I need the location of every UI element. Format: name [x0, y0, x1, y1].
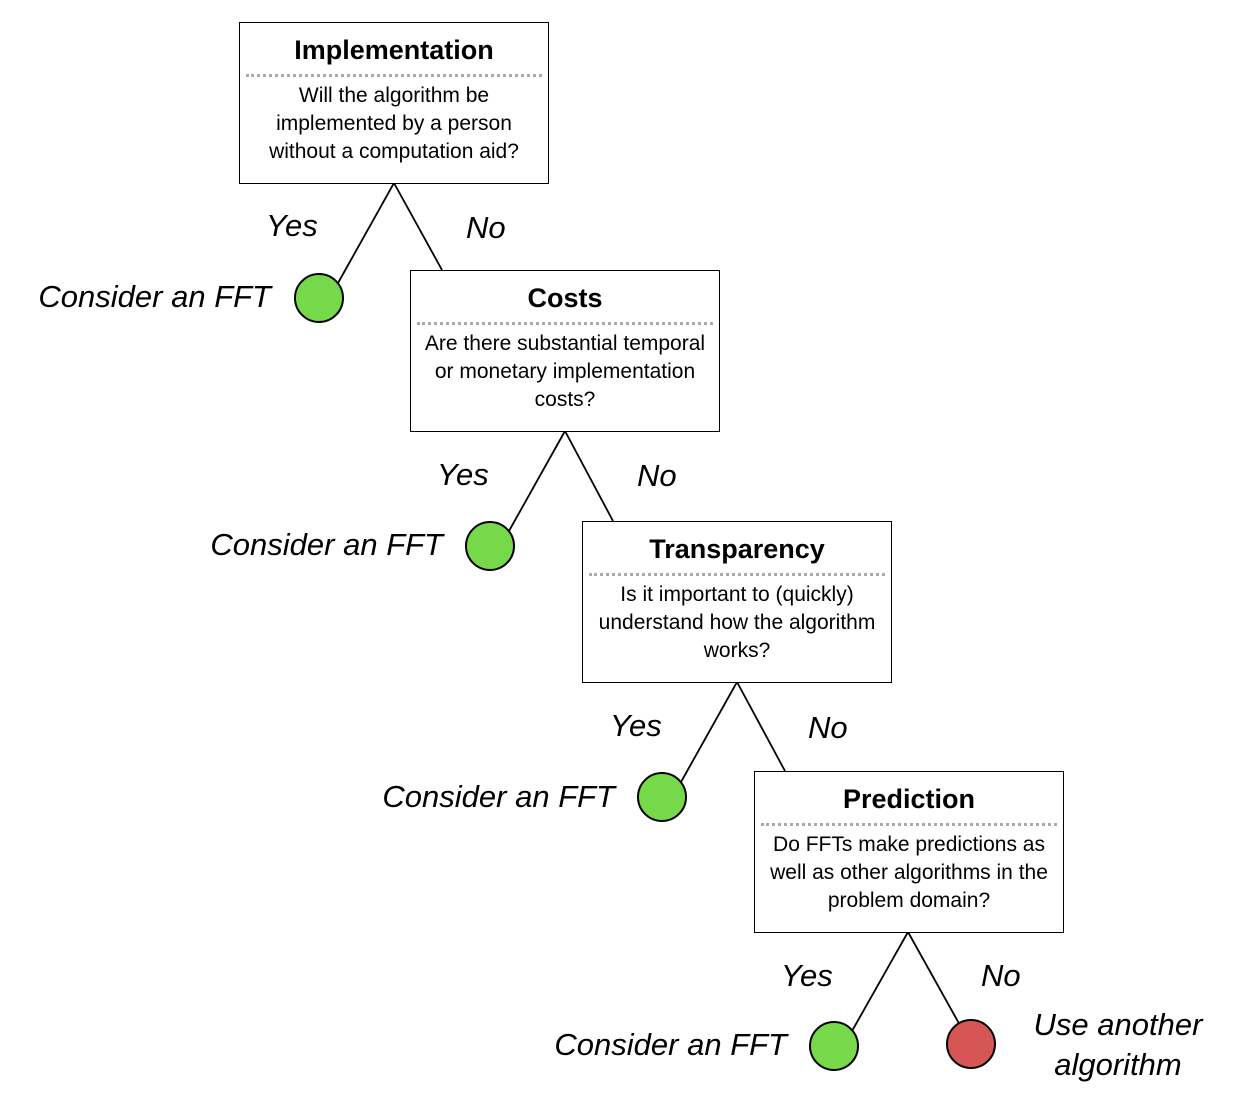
node-question: Are there substantial temporal or moneta…	[424, 332, 706, 411]
node-transparency: Transparency Is it important to (quickly…	[582, 521, 892, 683]
leaf-consider-circle	[809, 1021, 859, 1071]
node-title: Transparency	[649, 534, 825, 564]
edge-prediction-no	[907, 931, 962, 1028]
branch-yes-label: Yes	[266, 208, 318, 243]
node-question: Is it important to (quickly) understand …	[598, 583, 876, 662]
leaf-reject-circle	[946, 1019, 996, 1069]
node-title: Implementation	[294, 35, 494, 65]
branch-no-label: No	[466, 210, 506, 245]
leaf-consider-label: Consider an FFT	[210, 527, 443, 562]
node-title: Prediction	[842, 784, 976, 814]
leaf-consider-circle	[637, 772, 687, 822]
leaf-consider-label: Consider an FFT	[382, 779, 615, 814]
edge-implementation-yes	[337, 182, 395, 284]
node-question: Will the algorithm be implemented by a p…	[269, 84, 519, 163]
edge-transparency-no	[736, 681, 786, 772]
branch-yes-label: Yes	[437, 457, 489, 492]
leaf-consider-label: Consider an FFT	[38, 279, 271, 314]
node-costs: Costs Are there substantial temporal or …	[410, 270, 720, 432]
node-divider	[589, 573, 885, 576]
edge-costs-no	[564, 430, 614, 522]
node-implementation: Implementation Will the algorithm be imp…	[239, 22, 549, 184]
branch-no-label: No	[981, 958, 1021, 993]
node-divider	[417, 322, 713, 325]
edge-prediction-yes	[851, 931, 909, 1032]
edge-transparency-yes	[680, 681, 738, 783]
leaf-reject-label: Use another algorithm	[1033, 1007, 1203, 1082]
edge-implementation-no	[393, 182, 443, 271]
branch-yes-label: Yes	[781, 958, 833, 993]
node-title: Costs	[527, 283, 603, 313]
node-divider	[761, 823, 1057, 826]
leaf-consider-circle	[294, 273, 344, 323]
branch-no-label: No	[637, 458, 677, 493]
leaf-consider-label: Consider an FFT	[554, 1027, 787, 1062]
node-question: Do FFTs make predictions as well as othe…	[770, 833, 1048, 912]
node-divider	[246, 74, 542, 77]
branch-no-label: No	[808, 710, 848, 745]
branch-yes-label: Yes	[610, 708, 662, 743]
node-prediction: Prediction Do FFTs make predictions as w…	[754, 771, 1064, 933]
leaf-consider-circle	[465, 521, 515, 571]
edge-costs-yes	[508, 430, 566, 532]
